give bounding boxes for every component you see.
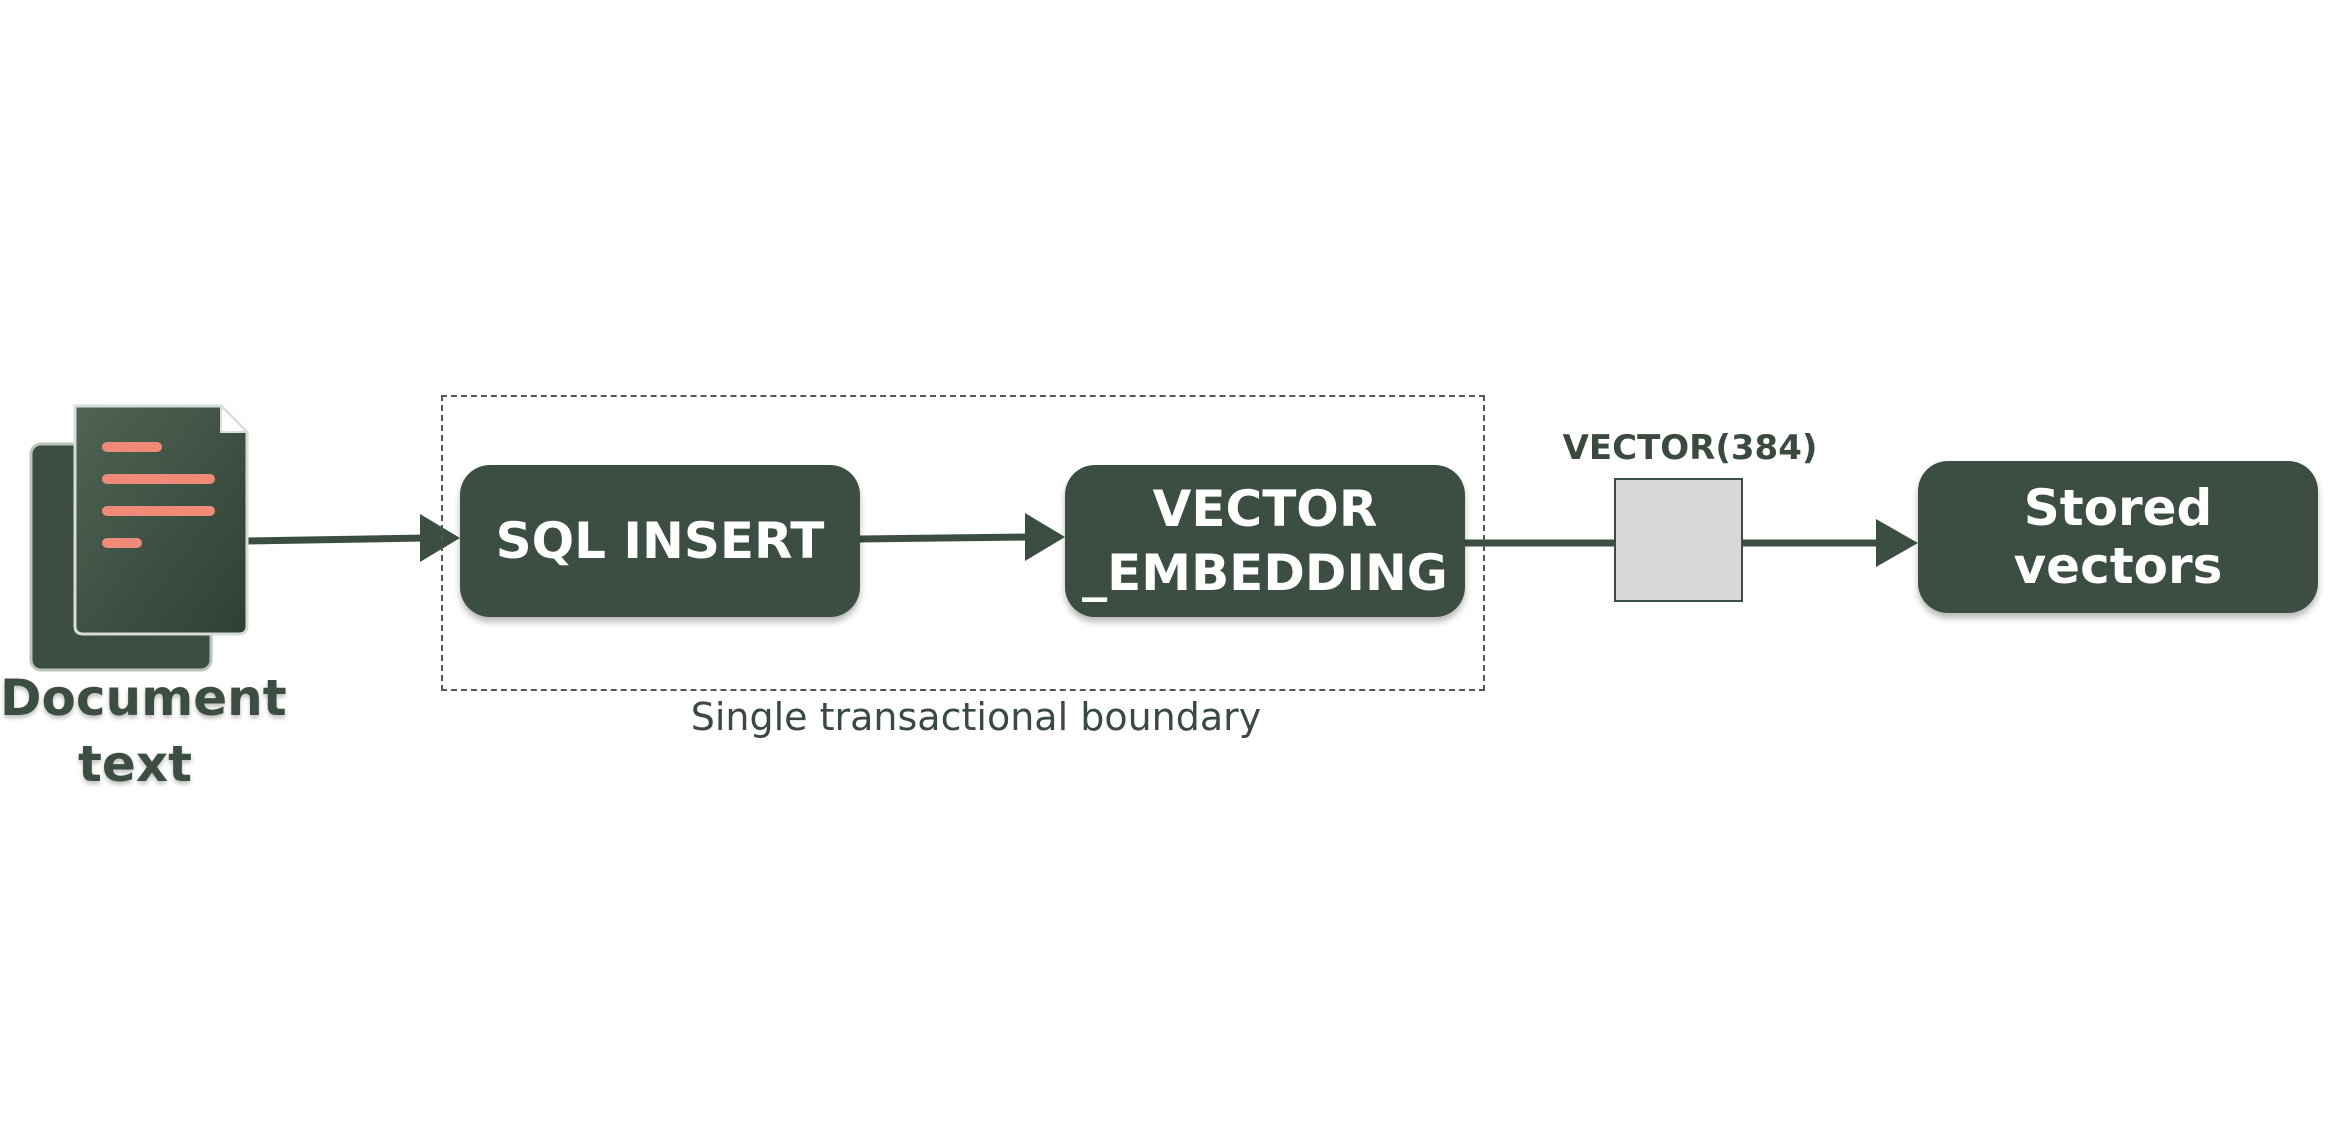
- document-text-label: Document text: [0, 665, 287, 797]
- vector-embedding-label-line2: _EMBEDDING: [1082, 544, 1448, 602]
- arrow-doc-to-sql: [244, 534, 426, 545]
- arrow-sql-to-embed: [859, 533, 1031, 543]
- document-label-line2: text: [78, 735, 192, 793]
- vector-box: [1614, 478, 1743, 602]
- vector-embedding-node: VECTOR _EMBEDDING: [1065, 465, 1465, 617]
- document-stack-icon: [29, 403, 250, 672]
- arrowhead-embed: [1025, 513, 1065, 561]
- boundary-label: Single transactional boundary: [690, 695, 1262, 739]
- arrowhead-sql: [420, 514, 460, 562]
- vector-embedding-label-line1: VECTOR: [1152, 480, 1378, 538]
- stored-vectors-node: Stored vectors: [1918, 461, 2318, 613]
- vector-dimension-label: VECTOR(384): [1562, 428, 1818, 468]
- document-label-line1: Document: [0, 669, 287, 727]
- sql-insert-node: SQL INSERT: [460, 465, 860, 617]
- sql-insert-label: SQL INSERT: [495, 512, 825, 570]
- stored-vectors-label: Stored vectors: [2013, 479, 2223, 595]
- arrowhead-stored: [1876, 519, 1918, 567]
- transactional-boundary: [441, 395, 1485, 691]
